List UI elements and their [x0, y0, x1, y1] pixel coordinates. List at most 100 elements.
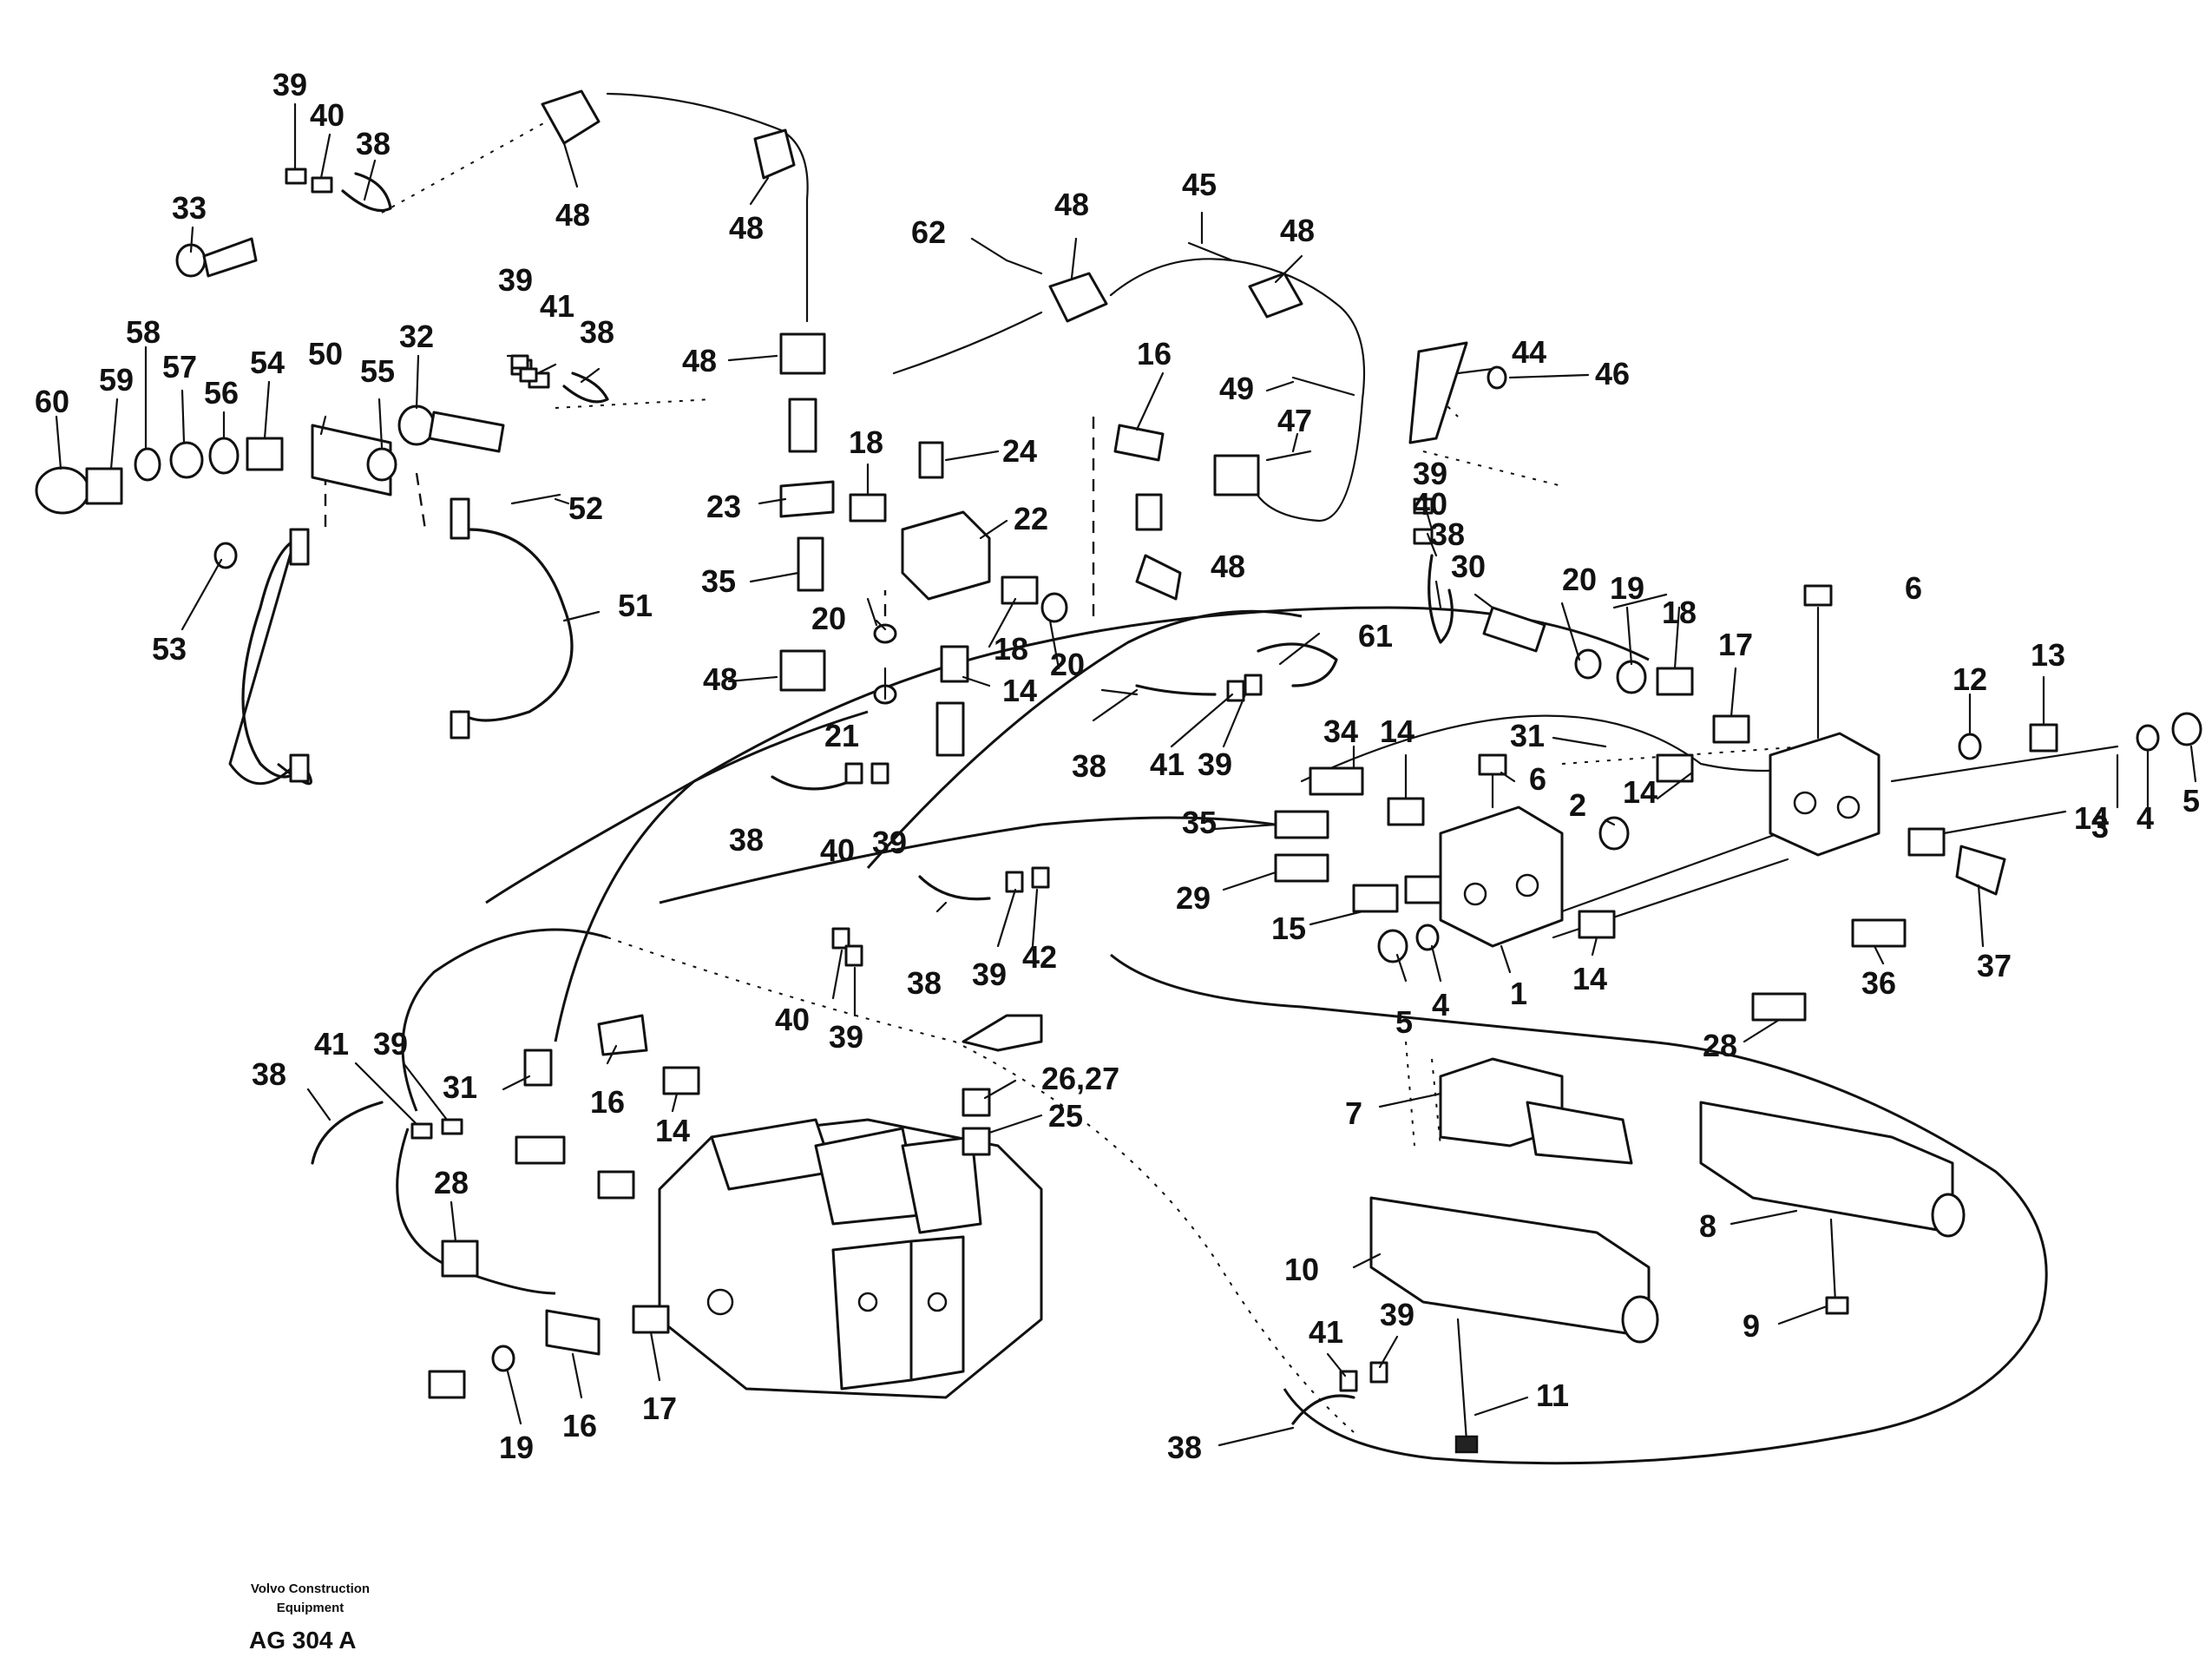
washer-2	[1598, 816, 1630, 851]
leader-38-f	[1092, 688, 1139, 722]
tee-16	[1113, 424, 1165, 462]
leader-30	[1474, 593, 1494, 609]
callout-6-upper: 6	[1905, 570, 1922, 606]
tab-40-e	[831, 927, 850, 950]
hose-top-48-48	[606, 92, 809, 323]
callout-39-center: 39	[1198, 746, 1232, 782]
block-1-port-a	[1463, 882, 1487, 906]
callout-11: 11	[1536, 1378, 1569, 1413]
leader-40-a	[319, 133, 331, 180]
tab-39-e	[844, 944, 863, 967]
callout-38-mid: 38	[580, 314, 614, 350]
fitting-28-b	[1751, 992, 1807, 1022]
callout-1: 1	[1510, 976, 1527, 1011]
callout-33: 33	[172, 190, 207, 226]
dashed-lines-1	[1405, 1041, 1441, 1147]
leader-48-e	[727, 354, 778, 362]
leader-17-c	[1730, 667, 1737, 718]
leader-14-c	[1656, 771, 1694, 800]
manufacturer-label: Volvo Construction Equipment	[217, 1580, 404, 1618]
callout-39-mid: 39	[498, 262, 533, 298]
block-6	[1769, 732, 1881, 857]
band-38-bottom	[1291, 1394, 1355, 1425]
fitting-24	[918, 441, 944, 479]
fitting-29	[1274, 853, 1329, 883]
callout-38-bottom: 38	[1167, 1430, 1202, 1465]
callout-48-c: 48	[1054, 187, 1089, 222]
fitting-14-d	[1404, 875, 1442, 904]
callout-48-g: 48	[703, 661, 738, 697]
block-48-c	[779, 332, 826, 375]
dashed-line-33-48	[381, 121, 548, 214]
band-61	[1257, 642, 1338, 687]
hoses	[324, 92, 2048, 1465]
callout-34: 34	[1323, 713, 1358, 749]
block-48-e	[1048, 272, 1108, 323]
dashed-vertical-50b	[415, 472, 427, 530]
callout-29: 29	[1176, 880, 1211, 916]
callout-41-mid: 41	[540, 288, 574, 324]
fitting-vertical-23	[788, 398, 817, 453]
callout-25: 25	[1048, 1098, 1083, 1134]
hose-31	[554, 710, 869, 1042]
callout-41-center: 41	[1150, 746, 1185, 782]
leader-1	[1500, 944, 1512, 974]
leader-16	[1135, 372, 1165, 431]
callout-18-right: 18	[1662, 595, 1697, 630]
clamp-51-left	[241, 536, 305, 779]
callout-60: 60	[35, 384, 69, 419]
fitting-31	[523, 1049, 553, 1087]
block-48-d	[779, 649, 826, 692]
clamp-foot-left	[289, 753, 310, 783]
leader-24	[944, 450, 1000, 462]
tab-39-f	[1244, 674, 1263, 696]
callout-17-bottom: 17	[642, 1391, 677, 1426]
block-6-port-b	[1836, 795, 1861, 819]
solenoid-7-coil	[1526, 1101, 1633, 1165]
callout-35-mid: 35	[1182, 805, 1217, 840]
callout-19-right: 19	[1610, 570, 1644, 606]
leader-16-c	[571, 1352, 583, 1399]
leader-16-b	[606, 1044, 618, 1065]
block-48-f	[1248, 272, 1303, 319]
callout-3: 3	[2091, 809, 2109, 845]
fitting-35-b	[1274, 810, 1329, 839]
leader-28-a	[450, 1200, 457, 1243]
leader-2	[1604, 819, 1616, 826]
leader-48-d	[1274, 254, 1303, 284]
callout-24: 24	[1002, 433, 1037, 469]
bolt-9-shaft	[1829, 1218, 1837, 1304]
bolt-6-upper-head	[1803, 584, 1833, 607]
callout-6-lower: 6	[1529, 761, 1546, 797]
leader-19-c	[1625, 606, 1633, 666]
washer-20-c	[1574, 648, 1602, 680]
callout-61: 61	[1358, 618, 1393, 654]
callout-47: 47	[1277, 403, 1312, 438]
leader-25	[988, 1114, 1043, 1134]
fitting-34	[1309, 766, 1364, 796]
callout-4-right: 4	[2137, 800, 2154, 836]
hose-end-33	[202, 237, 258, 278]
leader-20-a	[875, 619, 887, 631]
callout-55: 55	[360, 353, 395, 389]
fitting-30	[1482, 606, 1546, 653]
callout-38-far-left: 38	[252, 1056, 286, 1092]
block-6-port-a	[1793, 791, 1817, 815]
leader-41-d	[354, 1062, 418, 1126]
callout-42: 42	[1022, 939, 1057, 975]
fitting-59	[85, 467, 123, 505]
leader-20-b	[1048, 619, 1060, 670]
callout-41-bottom: 41	[1309, 1314, 1343, 1350]
callout-5-lower: 5	[1395, 1004, 1413, 1040]
callout-23: 23	[706, 489, 741, 524]
block-1	[1439, 805, 1564, 948]
tee-23	[779, 480, 835, 518]
band-38-left	[311, 1101, 384, 1165]
nut-5-b	[2171, 712, 2202, 746]
bolt-52	[510, 493, 561, 505]
leader-39-f	[402, 1062, 449, 1121]
leader-48-f	[727, 675, 778, 683]
fitting-26-27	[962, 1088, 991, 1117]
leader-39-c	[996, 888, 1017, 948]
